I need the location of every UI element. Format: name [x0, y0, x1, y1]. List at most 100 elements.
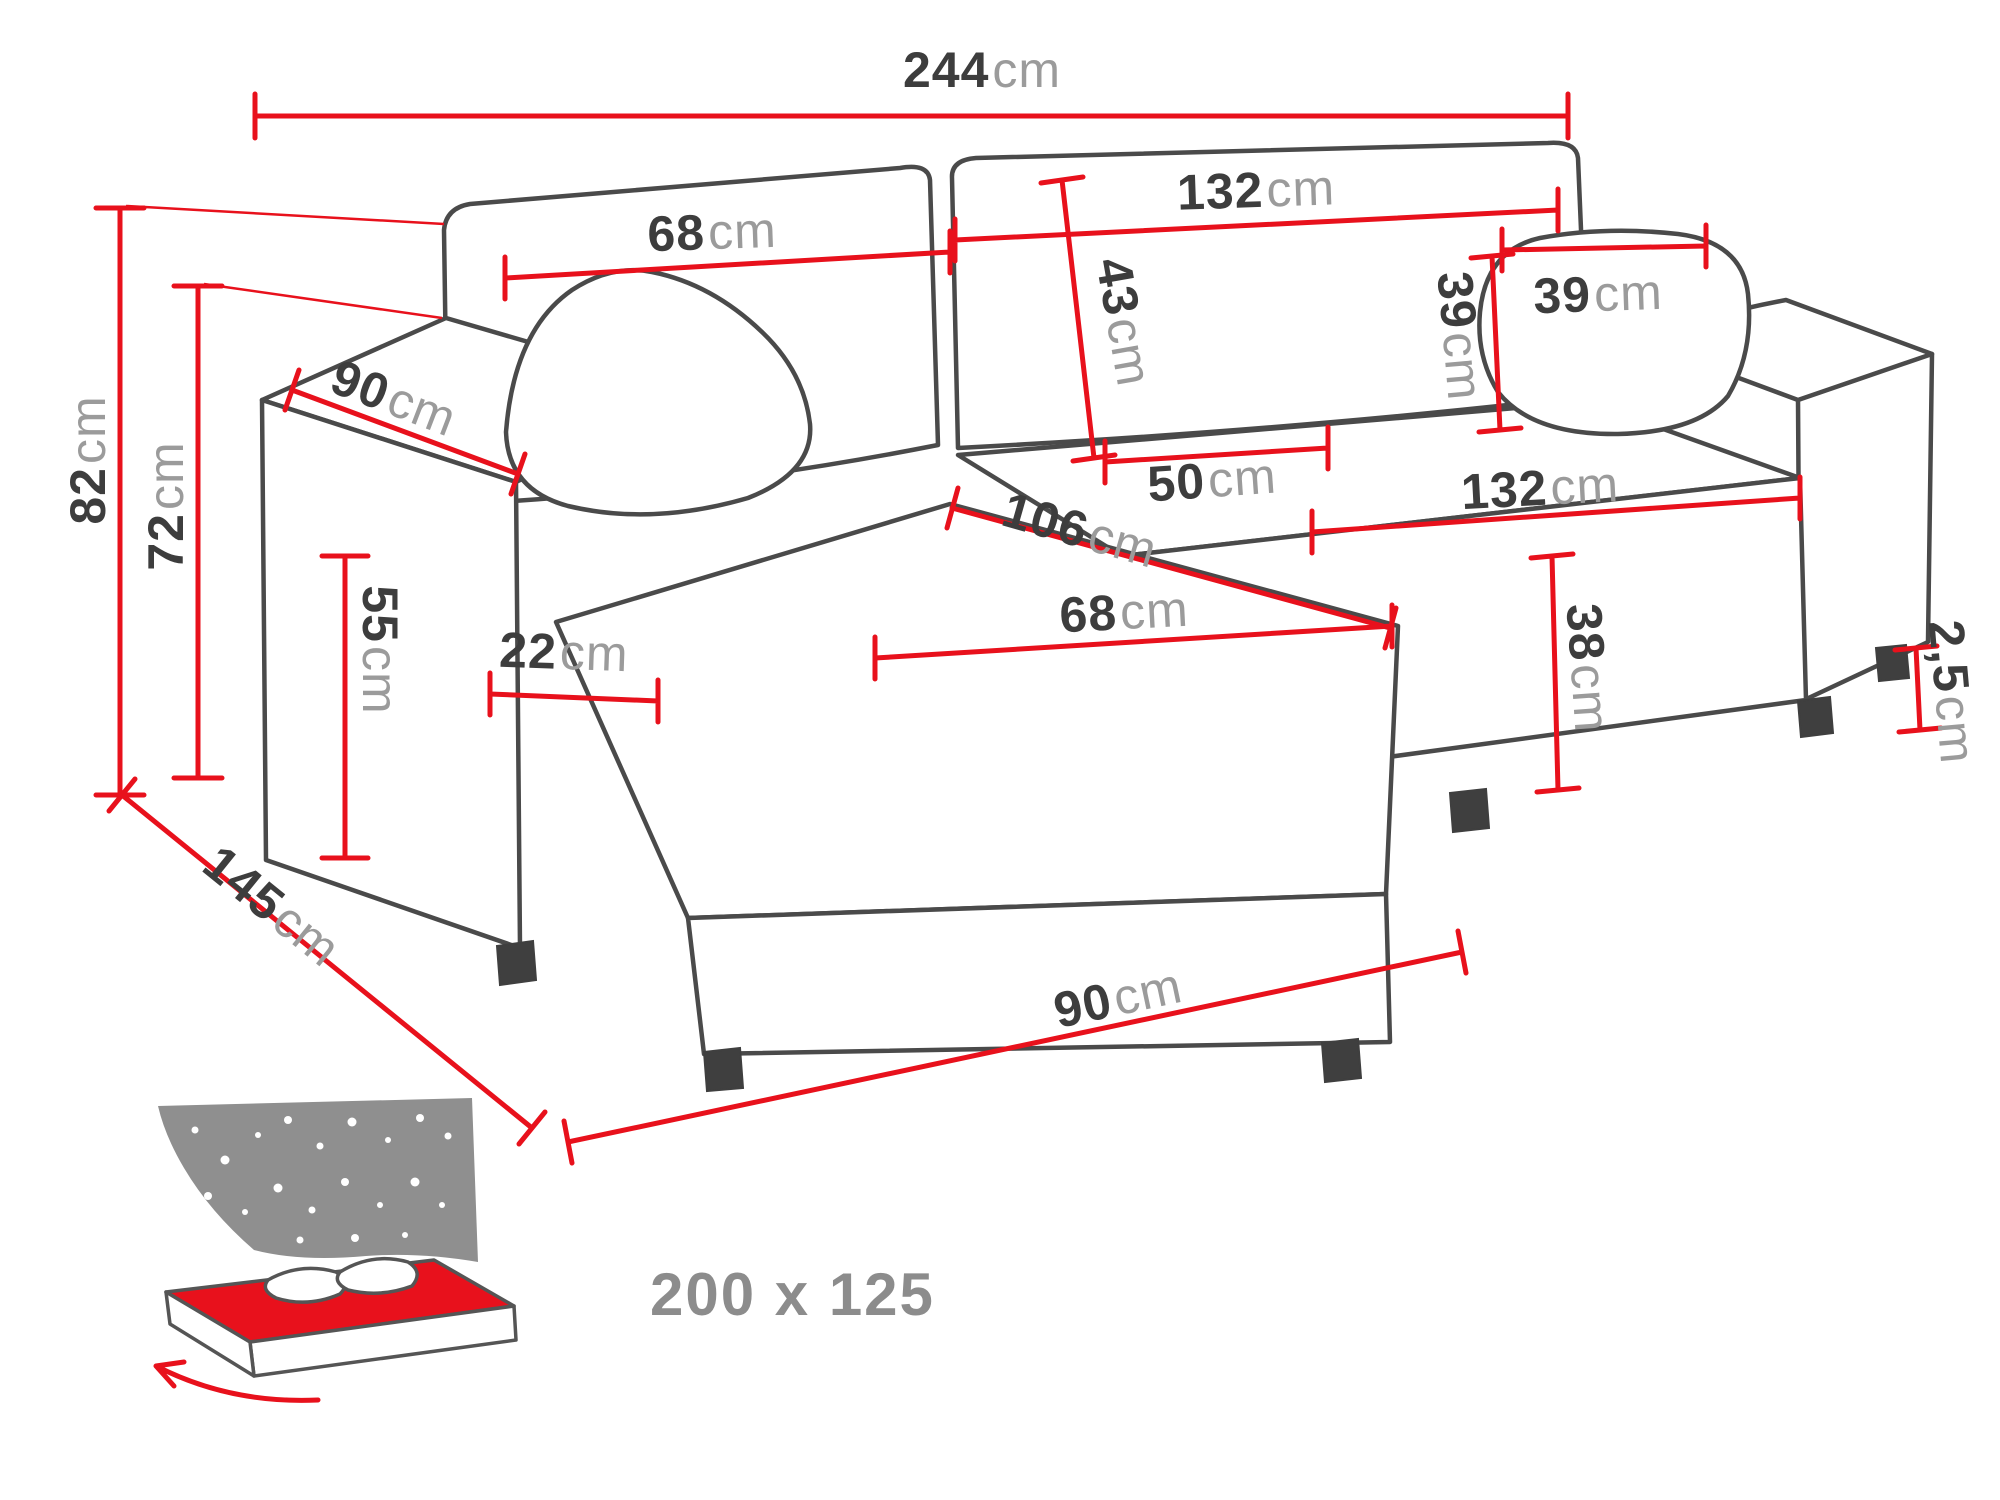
sofa-foot [495, 939, 538, 987]
dimension-line-39-horizontal [1499, 222, 1709, 274]
mattress-pillow [335, 1256, 419, 1295]
sleeping-function-icon [153, 1098, 518, 1403]
star-icon [377, 1202, 383, 1208]
star-icon [220, 1155, 230, 1165]
dimension-unit: cm [559, 623, 630, 683]
dimension-value: 39 [1532, 266, 1592, 325]
dimension-unit: cm [60, 395, 116, 465]
mattress-side [164, 1290, 256, 1378]
dimension-label-132-back: 132cm [1176, 159, 1336, 220]
star-icon [347, 1117, 357, 1127]
dimension-label-50: 50cm [1146, 447, 1279, 513]
sofa-chaise-front [685, 891, 1393, 1057]
dimension-label-68-back: 68cm [646, 201, 778, 263]
dimension-connector-82 [125, 204, 445, 226]
dimension-label-2-5: 2,5cm [1917, 617, 1987, 767]
dimension-label-72: 72cm [138, 441, 194, 571]
star-icon [204, 1192, 212, 1200]
dimension-label-39-horizontal: 39cm [1532, 263, 1664, 325]
dimension-unit: cm [1265, 159, 1336, 218]
mattress-pillow [263, 1266, 347, 1304]
sofa-pillow-left [503, 267, 813, 517]
sofa-pillow-right [1477, 228, 1752, 437]
star-icon [255, 1132, 261, 1138]
dimension-unit: cm [1924, 692, 1987, 767]
dimension-value: 132 [1459, 459, 1549, 521]
star-icon [439, 1202, 445, 1208]
star-icon [416, 1114, 424, 1122]
dimension-line-55 [319, 553, 371, 861]
dimension-label-68-seat: 68cm [1057, 580, 1191, 644]
dimension-lines [93, 91, 1944, 1166]
starry-curtain [158, 1098, 478, 1262]
dimension-label-55: 55cm [352, 585, 408, 715]
dimension-value: 68 [646, 204, 706, 263]
dimension-line-68-seat [872, 602, 1395, 682]
dimension-value: 43 [1085, 253, 1151, 320]
star-icon [351, 1234, 359, 1242]
star-icon [308, 1206, 316, 1214]
star-icon [273, 1183, 283, 1193]
dimension-line-2-5 [1892, 643, 1944, 735]
star-icon [410, 1177, 420, 1187]
dimension-unit: cm [1206, 447, 1279, 509]
star-icon [296, 1236, 304, 1244]
dimension-value: 39 [1426, 269, 1488, 332]
dimension-value: 68 [1057, 584, 1119, 644]
stars [191, 1114, 452, 1244]
dimension-unit: cm [1431, 329, 1494, 403]
dimension-line-132-seat [1309, 474, 1803, 556]
sofa-foot [1874, 643, 1911, 683]
dimension-value: 38 [1555, 601, 1616, 663]
dimension-line-22 [487, 670, 661, 725]
dimension-unit: cm [1095, 313, 1163, 391]
dimension-unit: cm [352, 645, 408, 715]
dimension-line-132-back [952, 186, 1561, 264]
sofa-foot [1448, 787, 1491, 834]
dimension-label-38: 38cm [1555, 601, 1621, 735]
star-icon [341, 1178, 349, 1186]
dimension-line-38 [1528, 551, 1582, 795]
star-icon [385, 1137, 391, 1143]
dimension-unit: cm [1593, 263, 1664, 323]
dimension-line-43 [1038, 174, 1118, 464]
sleeping-area-size-label: 200 x 125 [650, 1261, 935, 1328]
dimension-unit: cm [992, 42, 1062, 98]
sofa-foot [1796, 695, 1835, 739]
star-icon [242, 1209, 248, 1215]
dimension-line-68-back [502, 228, 953, 302]
dimension-line-145 [106, 776, 548, 1147]
dimension-line-90-armrest [282, 367, 528, 497]
sofa-feet [495, 643, 1911, 1093]
dimension-label-39-vertical: 39cm [1426, 269, 1493, 403]
star-icon [402, 1232, 408, 1238]
dimension-value: 2,5 [1917, 617, 1980, 695]
sofa-foot [702, 1046, 745, 1093]
dimension-unit: cm [1559, 662, 1621, 735]
dimension-unit: cm [1118, 580, 1191, 641]
dimension-value: 132 [1176, 161, 1265, 221]
dimension-line-39-vertical [1468, 251, 1524, 435]
dimension-value: 82 [60, 467, 116, 525]
dimension-value: 90 [1048, 972, 1117, 1039]
dimension-unit: cm [707, 201, 778, 261]
dimension-label-244: 244cm [903, 45, 1061, 95]
star-icon [316, 1142, 324, 1150]
dimension-unit: cm [138, 441, 194, 511]
sofa-chaise-top [553, 501, 1401, 921]
dimension-value: 55 [352, 585, 408, 643]
star-icon [444, 1132, 452, 1140]
dimension-line-50 [1102, 424, 1331, 486]
dimension-unit: cm [1548, 455, 1621, 516]
dimension-label-132-seat: 132cm [1459, 455, 1621, 521]
dimension-value: 72 [138, 513, 194, 571]
sofa-illustration [259, 140, 1935, 1093]
star-icon [284, 1116, 292, 1124]
dimension-connector-72 [203, 282, 443, 320]
unfold-arrow-icon [153, 1359, 321, 1403]
dimension-label-22: 22cm [498, 622, 630, 683]
dimension-label-82: 82cm [60, 395, 116, 525]
sofa-foot [1320, 1037, 1363, 1084]
